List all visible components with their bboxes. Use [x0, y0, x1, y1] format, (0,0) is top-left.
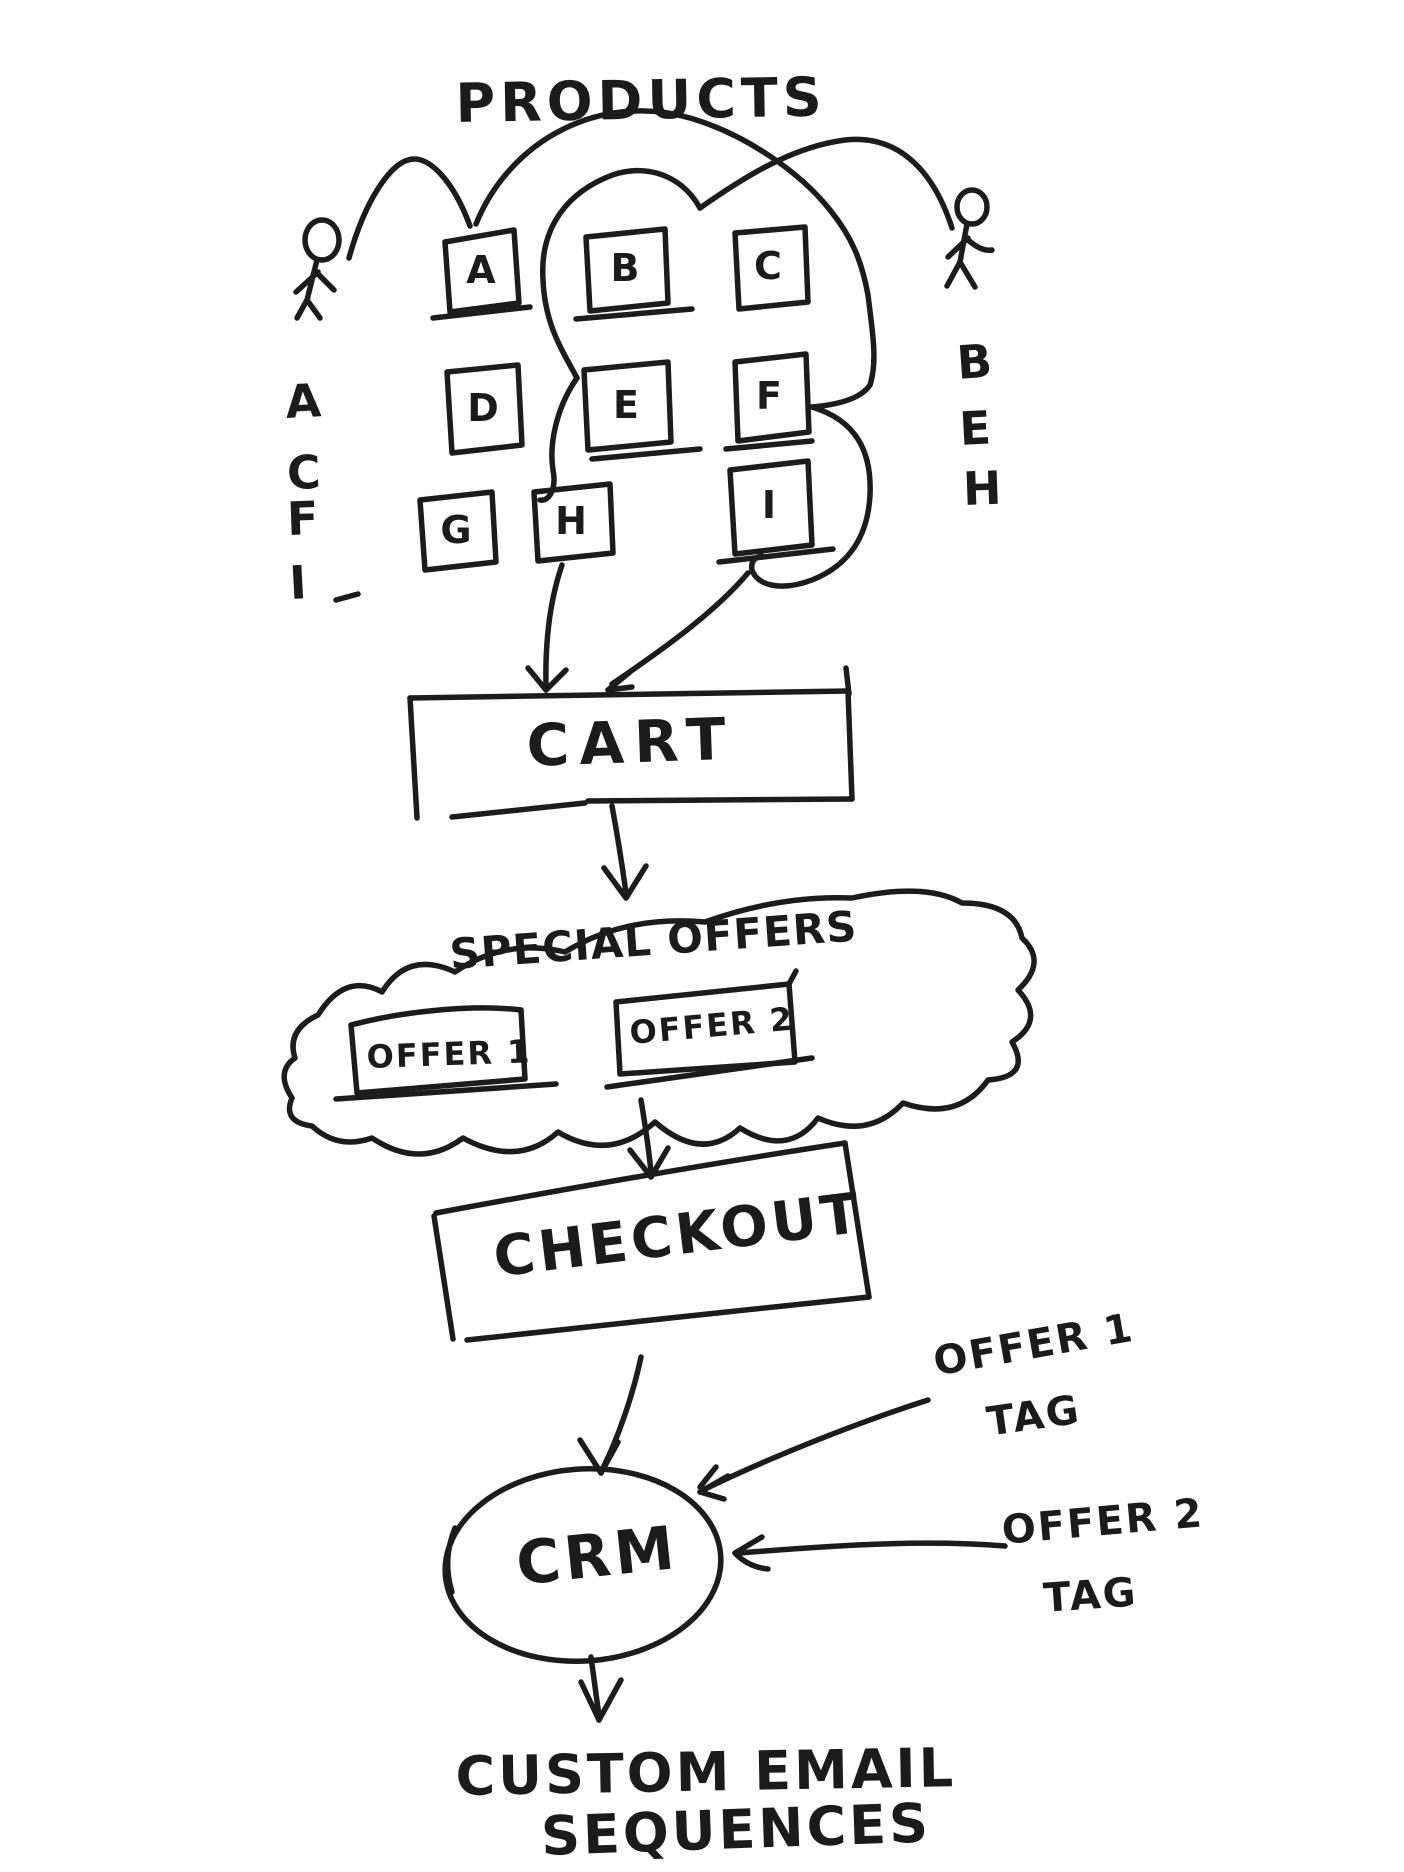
- product-box-f: [723, 351, 815, 452]
- product-box-d: [444, 362, 525, 456]
- offer-2-box: [604, 968, 815, 1090]
- crm-label: CRM: [513, 1513, 682, 1600]
- product-box-g: [417, 489, 499, 573]
- products-title: PRODUCTS: [455, 65, 828, 135]
- right-customer-figure: [944, 187, 995, 290]
- product-box-b: [573, 226, 695, 322]
- product-label-c: C: [754, 244, 782, 288]
- right-buyer-purchase: E: [958, 400, 993, 456]
- cart-label: CART: [525, 704, 737, 780]
- product-label-e: E: [613, 383, 639, 427]
- arrow-checkout-to-crm: [577, 1354, 644, 1476]
- left-buyer-purchase: A: [284, 373, 323, 429]
- offer-1-label: OFFER 1: [366, 1032, 533, 1076]
- right-buyer-purchase: B: [955, 333, 994, 390]
- arrow-offer1-tag-to-crm: [697, 1397, 931, 1502]
- product-box-h: [531, 481, 616, 564]
- left-customer-figure: [293, 217, 342, 321]
- arrow-crm-to-email: [578, 1654, 624, 1723]
- arrow-cart-to-offers: [601, 803, 649, 901]
- arrow-h-to-cart: [525, 562, 569, 693]
- product-label-a: A: [466, 248, 496, 292]
- product-box-a: [430, 227, 533, 321]
- left-buyer-purchase: I: [288, 555, 308, 610]
- right-buyer-purchase: H: [962, 460, 1003, 516]
- product-box-i: [716, 458, 836, 565]
- left-buyer-path: [346, 108, 877, 589]
- product-label-i: I: [761, 483, 777, 527]
- product-box-c: [732, 224, 811, 312]
- product-box-e: [581, 359, 703, 462]
- offer-1-box: [333, 1005, 559, 1102]
- offer-2-tag-line2: TAG: [1042, 1569, 1139, 1622]
- stray-dash: [333, 591, 361, 603]
- product-label-b: B: [610, 246, 640, 290]
- special-offers-cloud: [281, 888, 1037, 1157]
- product-label-d: D: [467, 386, 499, 430]
- product-label-f: F: [756, 374, 782, 418]
- custom-email-line2: SEQUENCES: [540, 1791, 932, 1868]
- left-buyer-purchase: F: [286, 490, 320, 546]
- arrow-offer2-tag-to-crm: [732, 1534, 1008, 1572]
- checkout-box: [431, 1140, 872, 1343]
- right-buyer-path: [537, 136, 955, 503]
- cart-box: [407, 665, 855, 821]
- arrow-i-to-cart: [605, 570, 751, 693]
- product-label-h: H: [555, 499, 587, 543]
- product-label-g: G: [440, 508, 472, 552]
